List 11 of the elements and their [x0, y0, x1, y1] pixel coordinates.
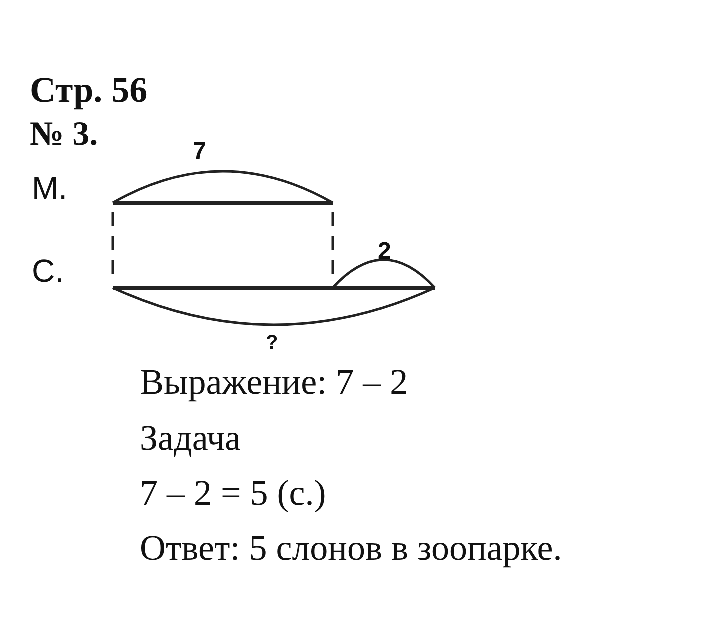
row-label: М. [32, 172, 68, 204]
row-label: С. [32, 255, 64, 287]
segment-value: 7 [193, 140, 206, 164]
segment-value: 2 [378, 240, 392, 264]
answer-text: Ответ: 5 слонов в зоопарке. [140, 530, 562, 566]
page-heading: Стр. 56 [30, 72, 148, 108]
solution-text: Задача [140, 420, 241, 456]
segment-value: ? [266, 333, 278, 353]
task-number: № 3. [30, 118, 98, 152]
solution-text: Выражение: 7 – 2 [140, 364, 408, 400]
equation: 7 – 2 = 5 (с.) [140, 475, 326, 511]
